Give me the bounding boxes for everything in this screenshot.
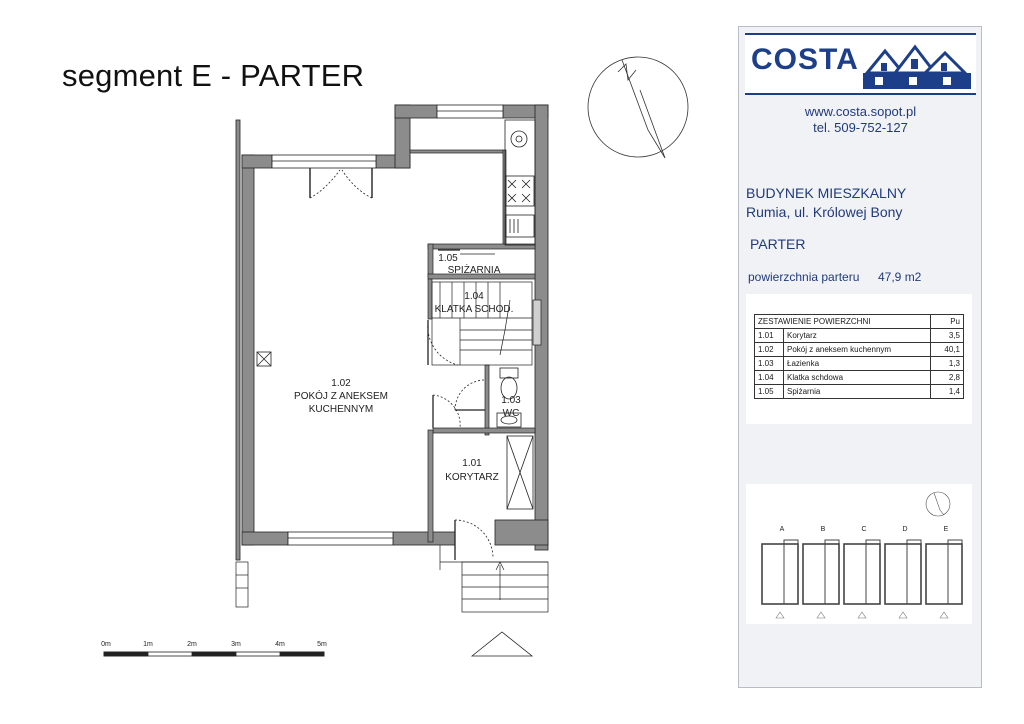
wc-fixtures bbox=[496, 367, 522, 428]
building-address: Rumia, ul. Królowej Bony bbox=[746, 204, 903, 220]
key-plan-entrance-marker bbox=[939, 611, 949, 619]
key-plan-segment-outline bbox=[761, 543, 799, 605]
key-plan-segment-a: A bbox=[761, 526, 799, 619]
key-plan-segment-outline bbox=[843, 543, 881, 605]
key-plan-segment-outline bbox=[802, 543, 840, 605]
interior-doors bbox=[427, 249, 495, 560]
key-plan-segment-core bbox=[783, 539, 799, 605]
building-type: BUDYNEK MIESZKALNY bbox=[746, 185, 907, 201]
terrace-doors bbox=[309, 168, 373, 199]
key-plan-segment-core bbox=[865, 539, 881, 605]
key-plan-segment-core bbox=[947, 539, 963, 605]
scale-tick-label: 5m bbox=[317, 641, 327, 648]
row-number: 1.04 bbox=[754, 370, 784, 385]
company-website: www.costa.sopot.pl bbox=[804, 104, 917, 119]
wardrobe bbox=[506, 435, 534, 510]
row-number: 1.03 bbox=[754, 356, 784, 371]
key-plan: A B C D E bbox=[761, 491, 963, 619]
scale-tick-label: 1m bbox=[143, 641, 153, 648]
outer-walls bbox=[235, 104, 549, 561]
room-number: 1.05 bbox=[438, 253, 458, 264]
company-phone: tel. 509-752-127 bbox=[813, 120, 908, 135]
row-name: Korytarz bbox=[783, 328, 931, 343]
brand-logo: COSTA bbox=[751, 43, 859, 76]
key-plan-entrance-marker bbox=[857, 611, 867, 619]
key-plan-segment-c: C bbox=[843, 526, 881, 619]
entrance-marker bbox=[470, 631, 534, 657]
key-plan-segment-label: B bbox=[821, 526, 826, 533]
table-unit-header: Pu bbox=[930, 314, 964, 329]
scale-bar-labels: 0m 1m 2m 3m 4m 5m bbox=[101, 641, 327, 648]
area-table: ZESTAWIENIE POWIERZCHNI Pu 1.01 Korytarz… bbox=[754, 314, 964, 399]
scale-tick-label: 4m bbox=[275, 641, 285, 648]
row-area: 3,5 bbox=[930, 328, 964, 343]
table-row: 1.01 Korytarz 3,5 bbox=[754, 328, 964, 343]
row-name: Łazienka bbox=[783, 356, 931, 371]
key-plan-entrance-marker bbox=[898, 611, 908, 619]
floor-area-label: powierzchnia parteru bbox=[748, 270, 860, 284]
room-name: KUCHENNYM bbox=[309, 404, 373, 415]
room-name: POKÓJ Z ANEKSEM bbox=[294, 389, 388, 402]
room-name: WC bbox=[503, 408, 520, 419]
key-plan-entrance-marker bbox=[816, 611, 826, 619]
staircase bbox=[431, 281, 533, 366]
row-area: 1,3 bbox=[930, 356, 964, 371]
entrance-steps bbox=[235, 545, 549, 613]
row-area: 40,1 bbox=[930, 342, 964, 357]
key-plan-segment-outline bbox=[925, 543, 963, 605]
table-header-row: ZESTAWIENIE POWIERZCHNI Pu bbox=[754, 314, 964, 329]
row-number: 1.05 bbox=[754, 384, 784, 399]
key-plan-segment-label: D bbox=[902, 526, 907, 533]
room-name: SPIŻARNIA bbox=[448, 263, 501, 276]
row-number: 1.02 bbox=[754, 342, 784, 357]
floor-name: PARTER bbox=[750, 236, 806, 252]
key-plan-segment-label: A bbox=[780, 526, 785, 533]
room-labels: 1.02 POKÓJ Z ANEKSEM KUCHENNYM 1.05 SPIŻ… bbox=[294, 253, 521, 483]
scale-tick-label: 2m bbox=[187, 641, 197, 648]
kitchen-equipment bbox=[504, 119, 536, 246]
room-number: 1.01 bbox=[462, 458, 482, 469]
table-row: 1.03 Łazienka 1,3 bbox=[754, 356, 964, 371]
ventilation-shaft bbox=[256, 351, 272, 367]
scale-tick-label: 0m bbox=[101, 641, 111, 648]
floor-area-value: 47,9 m2 bbox=[878, 270, 922, 284]
room-name: KLATKA SCHOD. bbox=[435, 304, 514, 315]
row-number: 1.01 bbox=[754, 328, 784, 343]
segment-title: segment E - PARTER bbox=[62, 58, 365, 93]
key-plan-segment-label: E bbox=[944, 526, 949, 533]
row-name: Spiżarnia bbox=[783, 384, 931, 399]
key-plan-segment-label: C bbox=[861, 526, 866, 533]
scale-tick-label: 3m bbox=[231, 641, 241, 648]
key-plan-segments: A B C D E bbox=[761, 526, 963, 619]
interior-walls bbox=[409, 149, 542, 543]
table-header: ZESTAWIENIE POWIERZCHNI bbox=[754, 314, 931, 329]
key-plan-compass-icon bbox=[925, 491, 951, 517]
key-plan-segment-e: E bbox=[925, 526, 963, 619]
room-number: 1.04 bbox=[464, 291, 484, 302]
key-plan-segment-core bbox=[906, 539, 922, 605]
row-name: Pokój z aneksem kuchennym bbox=[783, 342, 931, 357]
room-name: KORYTARZ bbox=[445, 472, 499, 483]
room-number: 1.02 bbox=[331, 378, 351, 389]
room-number: 1.03 bbox=[501, 395, 521, 406]
table-row: 1.04 Klatka schdowa 2,8 bbox=[754, 370, 964, 385]
logo-box: COSTA bbox=[745, 33, 976, 95]
row-area: 1,4 bbox=[930, 384, 964, 399]
house-logo-icon bbox=[863, 44, 971, 89]
row-name: Klatka schdowa bbox=[783, 370, 931, 385]
north-arrow-icon bbox=[587, 56, 689, 159]
key-plan-segment-outline bbox=[884, 543, 922, 605]
windows bbox=[271, 104, 504, 546]
table-row: 1.02 Pokój z aneksem kuchennym 40,1 bbox=[754, 342, 964, 357]
key-plan-entrance-marker bbox=[775, 611, 785, 619]
key-plan-segment-core bbox=[824, 539, 840, 605]
key-plan-segment-d: D bbox=[884, 526, 922, 619]
table-row: 1.05 Spiżarnia 1,4 bbox=[754, 384, 964, 399]
scale-bar bbox=[103, 651, 325, 657]
key-plan-segment-b: B bbox=[802, 526, 840, 619]
row-area: 2,8 bbox=[930, 370, 964, 385]
floor-plan: 1.02 POKÓJ Z ANEKSEM KUCHENNYM 1.05 SPIŻ… bbox=[101, 56, 689, 657]
